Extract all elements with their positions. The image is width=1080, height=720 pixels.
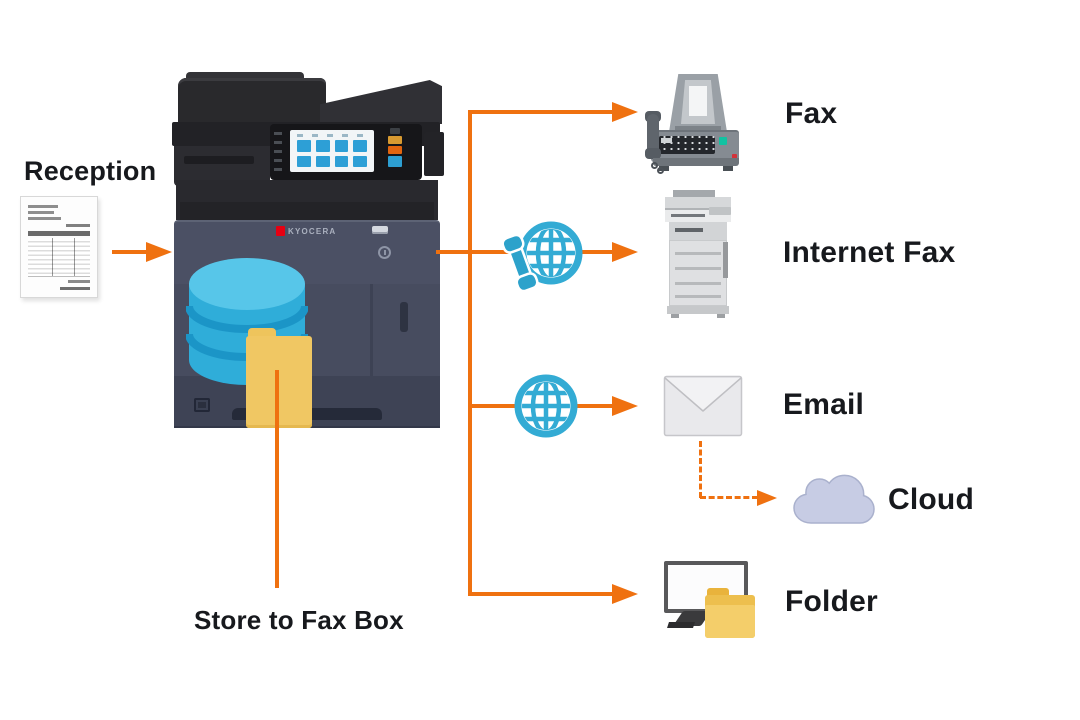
email-arrowhead [612, 396, 638, 416]
folder-branch-line [468, 592, 612, 596]
cloud-dashed-line-vertical [699, 441, 702, 498]
copier-drawer [675, 282, 721, 285]
store-connector-line [275, 370, 279, 588]
document-table [28, 238, 90, 277]
document-line [28, 211, 54, 214]
fax-paper-slot [689, 86, 707, 116]
email-label: Email [783, 388, 865, 421]
copier-control-panel [709, 207, 731, 215]
kyocera-logo: KYOCERA [276, 225, 336, 237]
fax-handset-mouthpiece [645, 148, 661, 159]
fax-display [661, 138, 672, 143]
panel-button-orange [388, 146, 402, 154]
faxbox-folder-body [246, 336, 312, 428]
copier-output-slot [675, 228, 703, 232]
printer-panel-marks [274, 132, 282, 174]
document-icon [20, 196, 98, 298]
copier-top-unit [665, 197, 731, 210]
fax-start-button [719, 137, 727, 145]
copier-icon [663, 190, 735, 318]
printer-adf-lid [178, 78, 326, 124]
copier-slot [671, 214, 705, 217]
reception-arrowhead [146, 242, 172, 262]
folder-front [705, 605, 755, 638]
panel-button-yellow [388, 136, 402, 144]
branch-trunk-line [468, 110, 472, 596]
fax-stop-button [732, 154, 737, 159]
reception-arrow-line [112, 250, 148, 254]
printer-handle-slot [400, 302, 408, 332]
fax-machine-icon [645, 70, 745, 174]
copier-foot [717, 314, 725, 318]
monitor-folder-icon [705, 588, 757, 638]
fax-cord-coil [651, 162, 658, 169]
printer-panel-side [424, 132, 444, 176]
document-line [60, 287, 90, 290]
fax-foot [659, 166, 669, 171]
printer-output-slot [184, 156, 254, 164]
folder-label: Folder [785, 585, 878, 618]
faxbox-folder-icon [246, 328, 312, 428]
internet-fax-label: Internet Fax [783, 236, 956, 269]
envelope-icon [663, 375, 743, 437]
copier-drawer [675, 295, 721, 298]
internet-fax-arrowhead [612, 242, 638, 262]
copier-drawer [675, 252, 721, 255]
kyocera-logo-mark [276, 226, 285, 236]
printer-output-tray [174, 146, 270, 186]
folder-arrowhead [612, 584, 638, 604]
fax-foot [723, 166, 733, 171]
printer-panel-buttons [388, 128, 402, 172]
fax-base [653, 158, 739, 166]
document-line [28, 231, 90, 236]
globe-icon [514, 374, 578, 438]
copier-foot [671, 314, 679, 318]
printer-front-button [372, 226, 388, 234]
copier-drawer [675, 267, 721, 270]
printer-feed-tray [320, 80, 442, 124]
copier-side-handle [723, 242, 728, 278]
fax-cord-coil [657, 167, 664, 174]
monitor-foot [667, 622, 695, 628]
fax-arrowhead [612, 102, 638, 122]
cloud-label: Cloud [888, 483, 974, 516]
printer-touchscreen [290, 130, 374, 172]
reception-label: Reception [24, 156, 157, 186]
store-to-fax-box-label: Store to Fax Box [194, 605, 404, 635]
power-button-icon [378, 246, 391, 259]
touchscreen-statusbar [297, 134, 367, 137]
printer-door-seam [370, 284, 373, 376]
touchscreen-app-tiles [297, 140, 367, 167]
kyocera-logo-text: KYOCERA [288, 226, 337, 236]
fax-keypad [659, 136, 715, 154]
document-line [66, 224, 90, 227]
document-line [28, 205, 58, 208]
copier-base [667, 306, 729, 314]
panel-button [390, 128, 400, 134]
printer-drawer-button [194, 398, 210, 412]
printer-mid-shadow [180, 202, 434, 220]
globe-phone-icon [502, 221, 583, 293]
fax-branch-line [468, 110, 612, 114]
fax-label: Fax [785, 97, 838, 130]
cloud-dashed-line-horizontal [700, 496, 758, 499]
document-line [28, 217, 61, 220]
cloud-arrowhead [757, 490, 777, 506]
copier-adf [673, 190, 715, 198]
panel-button-blue [388, 156, 402, 167]
cloud-icon [793, 474, 875, 524]
document-line [68, 280, 90, 283]
fax-handset [647, 114, 659, 158]
